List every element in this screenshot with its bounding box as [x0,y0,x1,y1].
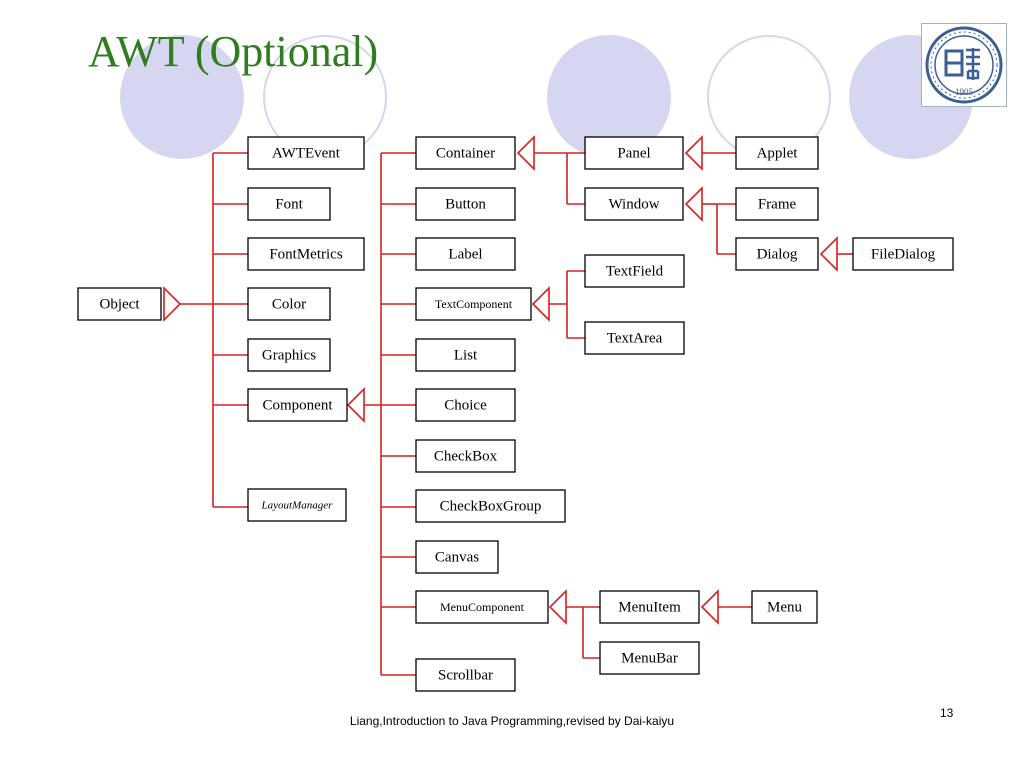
class-label-choice: Choice [444,397,487,413]
class-panel: Panel [584,136,684,170]
class-menuitem: MenuItem [599,590,700,624]
class-menu: Menu [751,590,818,624]
class-label-menubar: MenuBar [621,650,678,666]
arrowhead-component [346,387,365,423]
class-canvas: Canvas [415,540,499,574]
page-number: 13 [940,706,954,720]
class-choice: Choice [415,388,516,422]
arrowhead-menucomponent [548,589,567,625]
arrowhead-menuitem [700,589,719,625]
class-label-textarea: TextArea [607,330,663,346]
class-label-menu: Menu [767,599,802,615]
class-list: List [415,338,516,372]
arrowhead-textcomponent [531,286,550,322]
inheritance-arrowheads [163,135,838,625]
class-object: Object [77,287,162,321]
arrowhead-object [163,286,182,322]
class-label-fontmetrics: FontMetrics [269,246,342,262]
class-label-filedialog: FileDialog [871,246,936,262]
class-filedialog: FileDialog [852,237,954,271]
class-label-object: Object [100,296,141,312]
class-label-container: Container [436,145,495,161]
connector-lines [164,152,853,676]
class-textarea: TextArea [584,321,685,355]
class-layoutmanager: LayoutManager [247,488,347,522]
class-label-menuitem: MenuItem [618,599,681,615]
class-window: Window [584,187,684,221]
class-label-checkbox: CheckBox [434,448,498,464]
class-color: Color [247,287,331,321]
class-graphics: Graphics [247,338,331,372]
class-textfield: TextField [584,254,685,288]
class-label-textcomponent: TextComponent [435,297,513,311]
class-label-component: Component [263,397,334,413]
class-checkboxgroup: CheckBoxGroup [415,489,566,523]
logo-year: 1905 [955,87,974,97]
arrowhead-dialog [819,236,838,272]
decor-circle-1 [120,35,244,159]
class-label-applet: Applet [757,145,799,161]
class-label-menucomponent: MenuComponent [440,600,525,614]
class-label-checkboxgroup: CheckBoxGroup [440,498,542,514]
class-label-graphics: Graphics [262,347,316,363]
class-textcomponent: TextComponent [415,287,532,321]
class-label-panel: Panel [617,145,650,161]
class-label-font: Font [275,196,303,212]
class-label-awtevent: AWTEvent [272,145,341,161]
arrowhead-window [684,186,703,222]
slide-title: AWT (Optional) [88,27,379,76]
arrowhead-panel [684,135,703,171]
slide-footer: Liang,Introduction to Java Programming,r… [349,714,675,728]
class-label-list: List [454,347,478,363]
class-container: Container [415,136,516,170]
class-font: Font [247,187,331,221]
class-label-dialog: Dialog [757,246,798,262]
class-menubar: MenuBar [599,641,700,675]
class-label-canvas: Canvas [435,549,479,565]
class-fontmetrics: FontMetrics [247,237,365,271]
class-label-scrollbar: Scrollbar [438,667,493,683]
class-label-layoutmanager: LayoutManager [261,500,334,512]
class-checkbox: CheckBox [415,439,516,473]
class-label-frame: Frame [758,196,797,212]
class-button: Button [415,187,516,221]
seal-icon: 1905 [925,26,1003,104]
class-label-label: Label [448,246,482,262]
class-label-color: Color [272,296,306,312]
class-label-textfield: TextField [606,263,664,279]
class-label: Label [415,237,516,271]
class-menucomponent: MenuComponent [415,590,549,624]
class-awtevent: AWTEvent [247,136,365,170]
university-logo: 1905 [921,23,1007,107]
arrowhead-container [516,135,535,171]
class-dialog: Dialog [735,237,819,271]
class-component: Component [247,388,348,422]
class-frame: Frame [735,187,819,221]
class-label-button: Button [445,196,486,212]
class-scrollbar: Scrollbar [415,658,516,692]
class-applet: Applet [735,136,819,170]
class-label-window: Window [608,196,659,212]
